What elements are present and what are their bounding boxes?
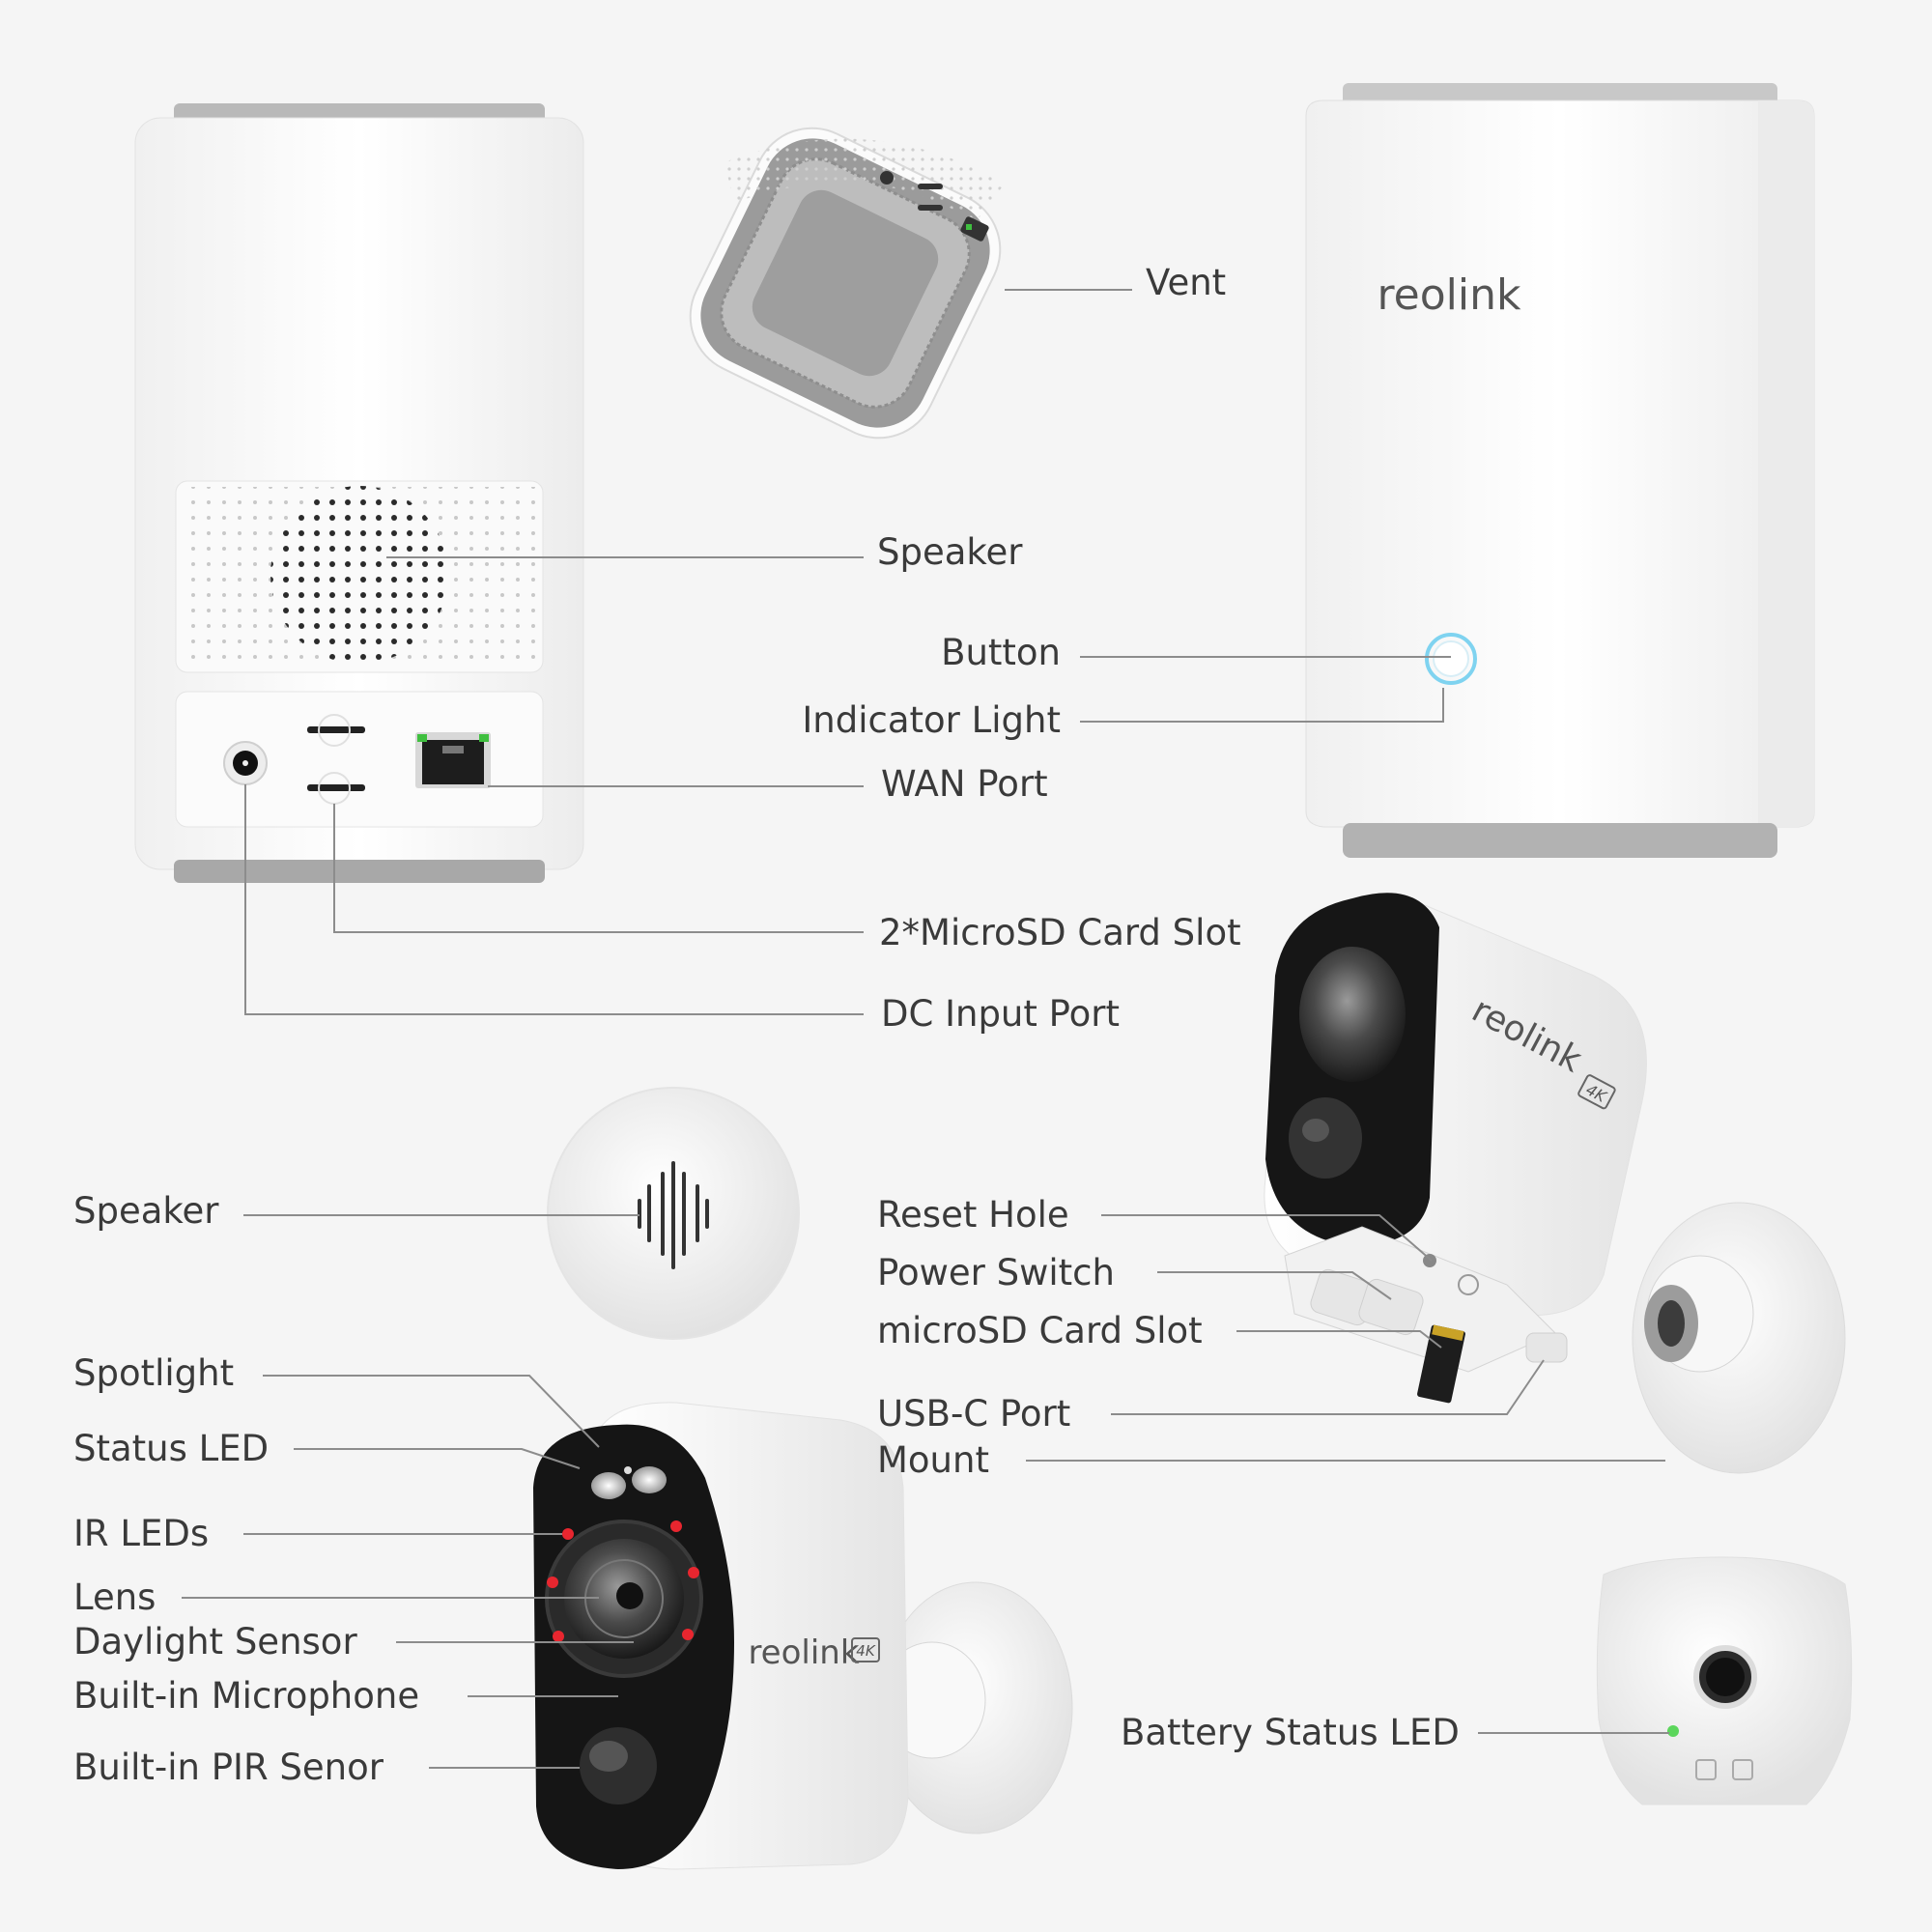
label-builtin-pir-sensor: Built-in PIR Senor <box>73 1747 384 1788</box>
hub-microsd-slots <box>307 714 365 805</box>
hub-button[interactable] <box>1425 633 1477 685</box>
label-hub-speaker: Speaker <box>877 531 1023 573</box>
label-camera-speaker: Speaker <box>73 1190 219 1232</box>
label-vent: Vent <box>1146 262 1226 303</box>
label-power-switch: Power Switch <box>877 1252 1115 1293</box>
leader-lines <box>182 289 1669 1769</box>
hub-speaker-grille <box>175 480 544 673</box>
vent-top-ports <box>880 171 989 242</box>
hub-brand-logo: reolink <box>1378 270 1521 320</box>
label-ir-leds: IR LEDs <box>73 1513 209 1554</box>
label-lens: Lens <box>73 1577 156 1618</box>
label-spotlight: Spotlight <box>73 1352 234 1394</box>
microsd-card <box>1417 1324 1465 1404</box>
pir-sensor <box>580 1727 657 1804</box>
callout-labels: Vent Speaker Button Indicator Light WAN … <box>73 262 1460 1788</box>
camera-front-4k-badge: 4K <box>856 1642 876 1660</box>
hub-back-view <box>134 103 584 883</box>
label-indicator-light: Indicator Light <box>802 699 1061 741</box>
spotlight <box>591 1466 667 1499</box>
dc-input-jack <box>223 741 268 785</box>
label-button: Button <box>941 632 1061 673</box>
label-usbc-port: USB-C Port <box>877 1393 1070 1435</box>
label-status-led: Status LED <box>73 1428 269 1469</box>
hub-front-view: reolink <box>1305 83 1815 858</box>
label-reset-hole: Reset Hole <box>877 1194 1069 1236</box>
hub-vent-view <box>689 127 1005 440</box>
label-battery-status-led: Battery Status LED <box>1121 1712 1460 1753</box>
label-daylight-sensor: Daylight Sensor <box>73 1621 357 1662</box>
camera-speaker-dome <box>547 1087 800 1340</box>
label-wan-port: WAN Port <box>881 763 1048 805</box>
camera-back-view <box>1596 1556 1853 1805</box>
label-builtin-microphone: Built-in Microphone <box>73 1675 419 1717</box>
camera-front-brand-logo: reolink <box>748 1634 859 1672</box>
camera-lens <box>545 1520 703 1678</box>
label-mount: Mount <box>877 1439 989 1481</box>
speaker-grille-lines <box>638 1161 709 1269</box>
camera-underside-panel <box>1284 1226 1568 1373</box>
camera-front-view: reolink 4K <box>533 1402 1073 1870</box>
battery-status-led <box>1667 1725 1679 1737</box>
label-hub-microsd-slot: 2*MicroSD Card Slot <box>879 912 1241 953</box>
label-camera-microsd-slot: microSD Card Slot <box>877 1310 1203 1351</box>
wan-ethernet-port <box>415 732 491 788</box>
ir-leds <box>547 1520 699 1642</box>
label-dc-input-port: DC Input Port <box>881 993 1120 1035</box>
camera-mount <box>1632 1202 1846 1474</box>
camera-bottom-view: reolink 4K <box>1264 893 1846 1474</box>
